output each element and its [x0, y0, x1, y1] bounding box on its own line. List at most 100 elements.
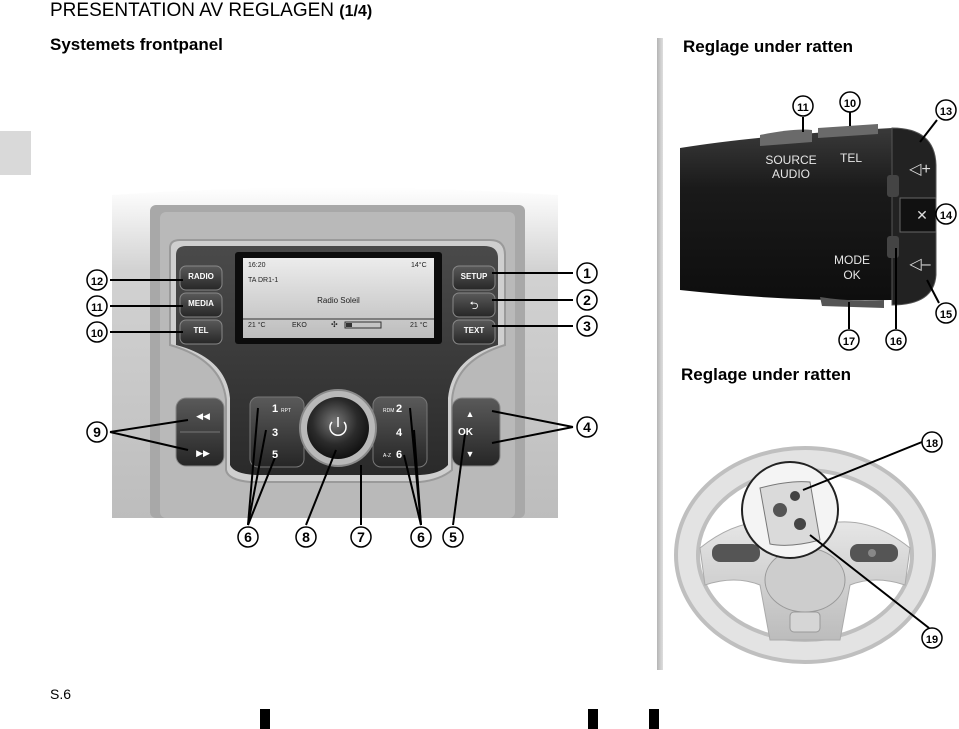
lcd-right-temp: 21 °C: [410, 322, 428, 329]
callout-number: 8: [302, 529, 310, 545]
mode-label-line2: OK: [843, 268, 861, 282]
power-icon: [329, 421, 347, 437]
steering-controls-title-1: Reglage under ratten: [683, 37, 854, 56]
callout-8: 8: [295, 526, 317, 548]
registration-mark: [260, 709, 270, 729]
callout-number: 9: [93, 424, 101, 440]
back-arrow-icon: ⮌: [469, 300, 479, 312]
callout-circle: [86, 295, 108, 317]
wheel-left-controls[interactable]: [712, 544, 760, 562]
frontpanel-title: Systemets frontpanel: [50, 35, 223, 54]
callout-circle: [295, 526, 317, 548]
text-button-label: TEXT: [463, 326, 485, 335]
side-tab: [0, 131, 31, 175]
callout-6: 6: [410, 526, 432, 548]
mute-icon: ✕: [916, 207, 928, 223]
back-button[interactable]: [452, 292, 496, 318]
mode-ok-wheel[interactable]: [820, 297, 884, 308]
callout-circle: [86, 269, 108, 291]
callout-circle: [935, 302, 957, 324]
callout-circle: [576, 262, 598, 284]
source-audio-label: SOURCE AUDIO: [759, 153, 823, 181]
preset-4-label: 4: [396, 427, 403, 439]
callout-circle: [839, 91, 861, 113]
radio-button[interactable]: [179, 265, 223, 291]
volume-up-icon: ◁+: [909, 161, 931, 178]
callout-10: 10: [839, 91, 861, 113]
callout-circle: [838, 329, 860, 351]
callout-4: 4: [576, 416, 598, 438]
media-button-label: MEDIA: [188, 299, 214, 308]
preset-6-label: 6: [396, 449, 403, 461]
mute-button[interactable]: [899, 197, 937, 233]
callout-circle: [792, 95, 814, 117]
callout-number: 11: [797, 102, 809, 114]
callout-1: 1: [576, 262, 598, 284]
callout-circle: [576, 416, 598, 438]
rpt-label: RPT: [281, 408, 291, 414]
seek-back-icon: ◀◀: [196, 411, 210, 421]
callout-number: 4: [583, 419, 591, 435]
callout-6: 6: [237, 526, 259, 548]
callout-number: 15: [940, 309, 952, 321]
page-title-suffix: (1/4): [339, 3, 373, 20]
source-label-line1: SOURCE: [765, 153, 817, 167]
callout-18: 18: [921, 431, 943, 453]
callout-circle: [921, 431, 943, 453]
callout-circle: [442, 526, 464, 548]
callout-number: 16: [890, 336, 902, 348]
callout-13: 13: [935, 99, 957, 121]
steering-controls-title-2: Reglage under ratten: [681, 365, 852, 384]
registration-mark: [588, 709, 598, 729]
callout-3: 3: [576, 315, 598, 337]
callout-number: 14: [940, 210, 953, 222]
callout-circle: [350, 526, 372, 548]
stalk-tel-label: TEL: [840, 151, 863, 165]
callout-19: 19: [921, 627, 943, 649]
preset-1-label: 1: [272, 403, 279, 415]
callout-5: 5: [442, 526, 464, 548]
callout-14: 14: [935, 203, 957, 225]
callout-number: 18: [926, 438, 938, 450]
lcd-left-temp: 21 °C: [248, 322, 266, 329]
callout-number: 12: [91, 276, 103, 288]
callout-16: 16: [885, 329, 907, 351]
callout-circle: [921, 627, 943, 649]
callout-number: 10: [91, 328, 103, 340]
callout-number: 2: [583, 292, 591, 308]
callout-17: 17: [838, 329, 860, 351]
callout-11: 11: [792, 95, 814, 117]
page-number: S.6: [50, 686, 72, 702]
callout-circle: [576, 315, 598, 337]
mode-label-line1: MODE: [834, 253, 870, 267]
volume-knob[interactable]: [307, 397, 369, 459]
setup-button[interactable]: [452, 265, 496, 291]
callout-circle: [885, 329, 907, 351]
callout-number: 6: [417, 529, 425, 545]
seek-forward-icon: ▶▶: [196, 448, 210, 458]
preset-3-label: 3: [272, 427, 279, 439]
lcd-time: 16:20: [248, 262, 266, 269]
page-title-text: PRESENTATION AV REGLAGEN: [50, 0, 335, 21]
callout-15: 15: [935, 302, 957, 324]
ok-button-label: OK: [458, 427, 473, 438]
mode-ok-label: MODE OK: [826, 253, 878, 283]
ok-button-small[interactable]: [773, 503, 787, 517]
callout-circle: [410, 526, 432, 548]
callout-circle: [237, 526, 259, 548]
tel-stalk-button[interactable]: [818, 124, 878, 138]
callout-10: 10: [86, 321, 108, 343]
text-button[interactable]: [452, 319, 496, 345]
page-title: PRESENTATION AV REGLAGEN (1/4): [50, 0, 372, 22]
callout-number: 10: [844, 98, 856, 110]
preset-5-label: 5: [272, 449, 279, 461]
column-divider: [657, 38, 663, 670]
callout-number: 17: [843, 336, 855, 348]
volume-down-icon: ◁–: [909, 256, 930, 273]
callout-number: 7: [357, 529, 365, 545]
setup-button-label: SETUP: [460, 272, 488, 281]
source-audio-button[interactable]: [760, 129, 812, 146]
down-arrow-icon: ▼: [466, 449, 475, 459]
